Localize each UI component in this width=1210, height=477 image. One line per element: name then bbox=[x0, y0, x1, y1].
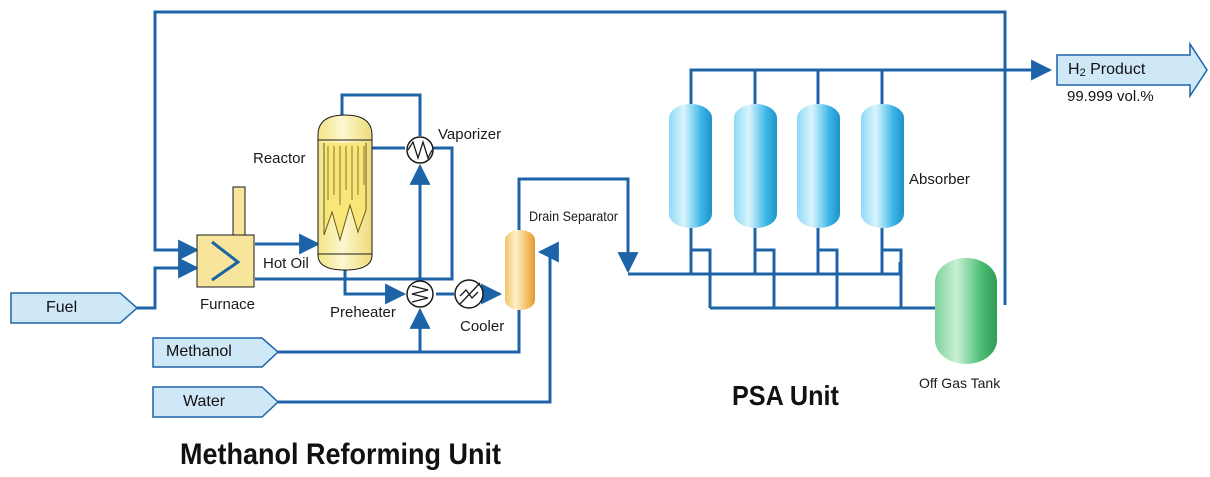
off-gas-tank-label: Off Gas Tank bbox=[919, 375, 1001, 391]
off-gas-tank bbox=[935, 258, 997, 364]
drain-separator-label: Drain Separator bbox=[529, 208, 618, 224]
absorbers bbox=[669, 104, 904, 228]
cooler bbox=[454, 279, 484, 309]
h2-product-label: H2 Product bbox=[1068, 61, 1146, 79]
vaporizer-coil-icon bbox=[407, 139, 433, 161]
reactor-label: Reactor bbox=[253, 150, 306, 167]
absorber-vessel bbox=[797, 104, 840, 228]
water-input-arrow bbox=[152, 386, 280, 418]
preheater bbox=[406, 280, 434, 308]
methanol-label: Methanol bbox=[166, 343, 232, 360]
furnace-label: Furnace bbox=[200, 296, 256, 313]
cooler-label: Cooler bbox=[460, 318, 505, 335]
methanol-reforming-unit-title: Methanol Reforming Unit bbox=[180, 438, 501, 471]
pipes bbox=[137, 10, 1053, 404]
vaporizer-label: Vaporizer bbox=[438, 126, 502, 143]
absorber-vessel bbox=[734, 104, 777, 228]
absorber-label: Absorber bbox=[909, 171, 970, 188]
absorber-vessel bbox=[669, 104, 712, 228]
preheater-label: Preheater bbox=[330, 304, 396, 321]
h2-product-arrow bbox=[1056, 41, 1208, 99]
absorber-vessel bbox=[861, 104, 904, 228]
furnace-coil-icon bbox=[211, 240, 241, 282]
water-label: Water bbox=[183, 393, 226, 410]
furnace bbox=[196, 186, 255, 288]
preheater-coil-icon bbox=[411, 285, 429, 303]
drain-separator bbox=[505, 230, 535, 310]
vaporizer bbox=[406, 136, 434, 164]
catalyst-bed-icon bbox=[323, 143, 367, 242]
methanol-input-arrow bbox=[152, 337, 280, 368]
hot-oil-label: Hot Oil bbox=[263, 255, 309, 272]
fuel-input-arrow bbox=[10, 292, 139, 324]
psa-unit-title: PSA Unit bbox=[732, 380, 839, 411]
reactor bbox=[317, 114, 373, 271]
product-purity-label: 99.999 vol.% bbox=[1067, 88, 1154, 105]
fuel-label: Fuel bbox=[46, 299, 78, 316]
